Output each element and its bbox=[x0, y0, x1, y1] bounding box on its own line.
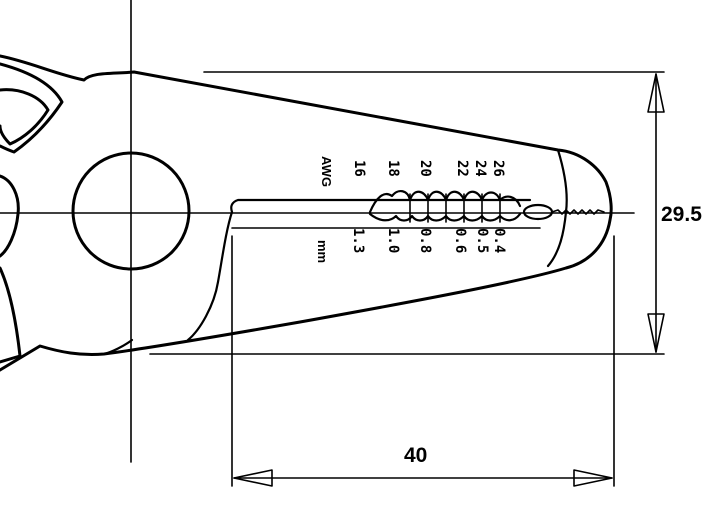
pivot-circle bbox=[71, 151, 191, 271]
length-arrow-right bbox=[573, 469, 613, 487]
notch-tip-serration bbox=[551, 209, 605, 215]
length-dimension-value: 40 bbox=[404, 444, 427, 467]
awg-size-label: 22 bbox=[454, 160, 470, 177]
mm-unit-label: mm bbox=[315, 240, 330, 263]
stripping-notches-lower bbox=[368, 212, 522, 222]
mm-size-label: 0.6 bbox=[452, 228, 468, 253]
mm-size-label: 0.4 bbox=[491, 228, 507, 253]
cutting-slot bbox=[186, 198, 532, 342]
awg-size-label: 24 bbox=[472, 160, 488, 177]
handle-lower-outline bbox=[0, 266, 22, 364]
awg-size-label: 20 bbox=[417, 160, 433, 177]
jaw-outline bbox=[0, 54, 613, 372]
awg-size-label: 26 bbox=[490, 160, 506, 177]
mm-size-label: 0.5 bbox=[474, 228, 490, 253]
length-arrow-left bbox=[233, 469, 273, 487]
jaw-nose-inner-line bbox=[546, 148, 568, 268]
smallest-notch-eye bbox=[522, 203, 554, 221]
awg-scale: AWG 26 24 22 20 18 16 bbox=[319, 156, 506, 187]
handle-upper-outline bbox=[0, 62, 64, 154]
handle-mid-cutout bbox=[0, 174, 20, 258]
mm-size-label: 0.8 bbox=[417, 228, 433, 253]
mm-scale: mm 0.4 0.5 0.6 0.8 1.0 1.3 bbox=[315, 228, 507, 263]
jaw-lower-edge bbox=[102, 338, 134, 356]
mm-size-label: 1.3 bbox=[350, 228, 366, 253]
stripping-notches bbox=[368, 190, 522, 214]
handle-upper-cutout bbox=[0, 88, 50, 146]
awg-unit-label: AWG bbox=[319, 156, 334, 187]
height-arrow-top bbox=[647, 73, 665, 113]
mm-size-label: 1.0 bbox=[385, 228, 401, 253]
awg-size-label: 16 bbox=[351, 160, 367, 177]
height-arrow-bottom bbox=[647, 313, 665, 353]
height-dimension-value: 29.5 bbox=[661, 203, 702, 226]
awg-size-label: 18 bbox=[385, 160, 401, 177]
